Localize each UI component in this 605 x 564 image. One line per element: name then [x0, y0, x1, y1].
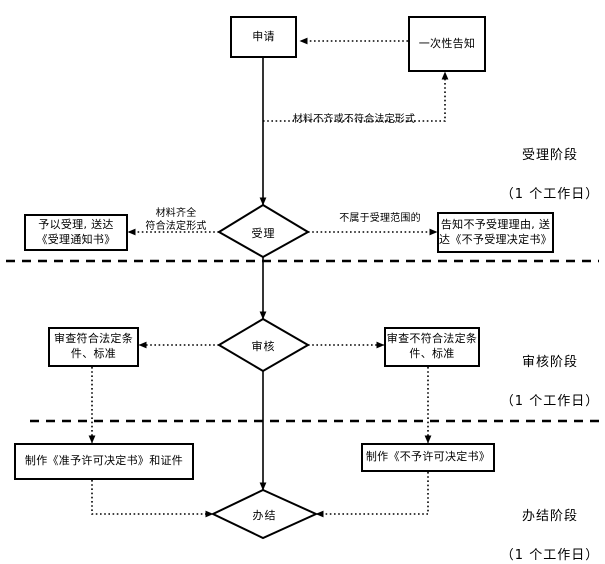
node-apply-label: 申请 [252, 29, 275, 43]
stage-label-acceptance-name: 受理阶段 [521, 147, 578, 163]
node-review-pass[interactable]: 审查符合法定条 件、标准 [48, 327, 139, 367]
node-accept-label-wrap[interactable]: 受理 [219, 225, 308, 241]
node-one-time-notice-label: 一次性告知 [418, 36, 476, 50]
edge-label-incomplete-materials-text: 材料不齐或不符合法定形式 [292, 114, 416, 125]
stage-label-acceptance: 受理阶段 （1 个工作日） [498, 126, 602, 224]
edge-deny-to-finish [315, 472, 429, 518]
diamond-review [217, 317, 310, 373]
stage-label-review-duration: （1 个工作日） [500, 393, 600, 409]
diamond-finish [210, 488, 319, 540]
stage-label-finish-name: 办结阶段 [521, 508, 578, 524]
edge-label-out-of-scope: 不属于受理范围的 [325, 199, 435, 225]
stage-label-finish: 办结阶段 （1 个工作日） [498, 487, 602, 564]
edge-label-out-of-scope-text: 不属于受理范围的 [339, 213, 421, 224]
node-finish-label: 办结 [252, 509, 277, 522]
node-accept-yes-label: 予以受理, 送达 《受理通知书》 [36, 217, 116, 246]
node-accept-yes[interactable]: 予以受理, 送达 《受理通知书》 [24, 214, 128, 251]
node-permit-grant[interactable]: 制作《准予许可决定书》和证件 [14, 443, 194, 480]
node-accept-no-label: 告知不予受理理由, 送 达《不予受理决定书》 [439, 217, 552, 246]
node-accept-label: 受理 [251, 227, 276, 240]
node-review-fail-label: 审查不符合法定条 件、标准 [386, 332, 478, 360]
node-accept-no[interactable]: 告知不予受理理由, 送 达《不予受理决定书》 [437, 212, 554, 253]
node-review-label: 审核 [251, 340, 276, 353]
node-review-label-wrap[interactable]: 审核 [219, 338, 308, 354]
stage-label-review-name: 审核阶段 [521, 354, 578, 370]
node-permit-deny-label: 制作《不予许可决定书》 [365, 450, 491, 464]
edge-incomplete-materials [263, 71, 449, 122]
node-one-time-notice[interactable]: 一次性告知 [408, 16, 486, 72]
edge-grant-to-finish [91, 480, 214, 518]
node-finish-label-wrap[interactable]: 办结 [213, 507, 316, 523]
node-permit-deny[interactable]: 制作《不予许可决定书》 [361, 443, 495, 472]
stage-label-finish-duration: （1 个工作日） [500, 547, 600, 563]
node-apply[interactable]: 申请 [230, 16, 297, 58]
node-review-fail[interactable]: 审查不符合法定条 件、标准 [384, 327, 480, 367]
edge-label-materials-complete: 材料齐全 符合法定形式 [133, 194, 219, 233]
node-permit-grant-label: 制作《准予许可决定书》和证件 [24, 454, 184, 468]
node-review-pass-label: 审查符合法定条 件、标准 [53, 332, 134, 360]
diamond-accept [217, 203, 310, 259]
edge-label-materials-complete-text: 材料齐全 符合法定形式 [145, 208, 207, 232]
stage-label-review: 审核阶段 （1 个工作日） [498, 333, 602, 431]
stage-label-acceptance-duration: （1 个工作日） [500, 186, 600, 202]
edge-label-incomplete-materials: 材料不齐或不符合法定形式 [258, 100, 450, 126]
